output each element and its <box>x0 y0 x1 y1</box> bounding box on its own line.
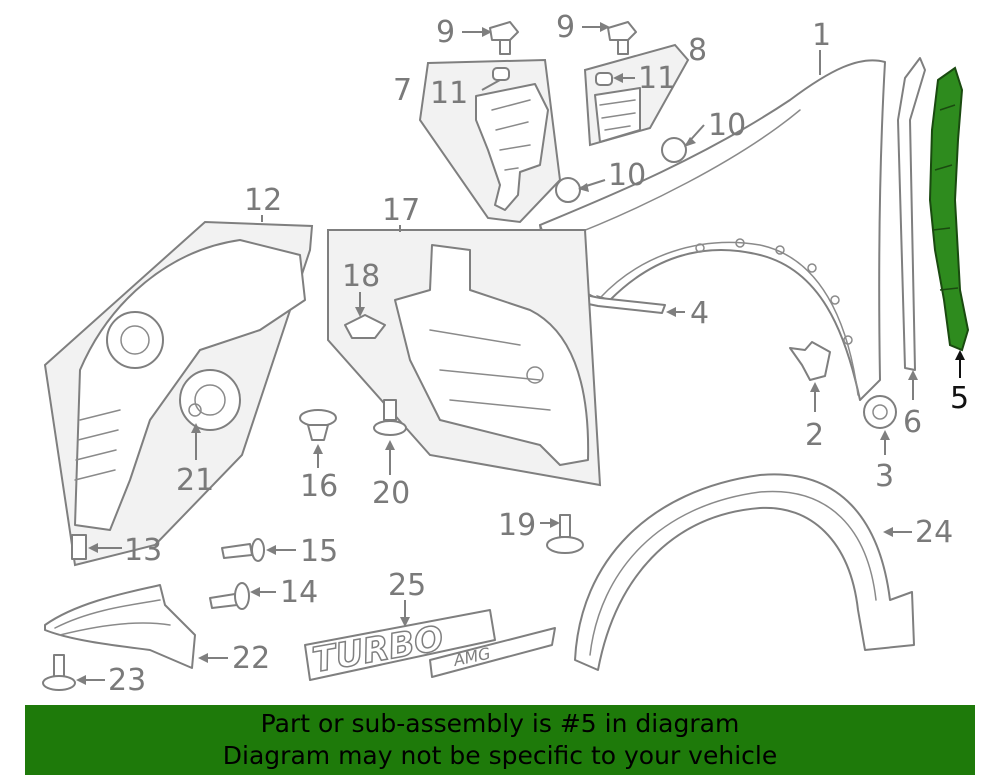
wheel-liner-panel-12 <box>43 220 314 567</box>
emblem-25: TURBO AMG <box>304 609 556 682</box>
callout-11b: 11 <box>638 61 676 96</box>
callout-19: 19 <box>498 508 536 543</box>
wheel-liner-panel-17 <box>327 229 602 487</box>
callout-1: 1 <box>812 18 831 53</box>
callout-9b: 9 <box>556 10 575 45</box>
callout-2: 2 <box>805 418 824 453</box>
callout-9a: 9 <box>436 15 455 50</box>
callout-24: 24 <box>915 515 953 550</box>
callout-6: 6 <box>903 405 922 440</box>
clip-18 <box>344 314 386 339</box>
callout-15: 15 <box>300 534 338 569</box>
callout-13: 13 <box>124 533 162 568</box>
callout-10b: 10 <box>608 158 646 193</box>
info-banner: Part or sub-assembly is #5 in diagram Di… <box>25 705 975 775</box>
callout-12: 12 <box>244 183 282 218</box>
emblem-turbo-text: TURBO <box>310 619 447 681</box>
callout-22: 22 <box>232 641 270 676</box>
callout-4: 4 <box>690 296 709 331</box>
callout-18: 18 <box>342 259 380 294</box>
callout-17: 17 <box>382 193 420 228</box>
callout-5: 5 <box>950 381 969 416</box>
callout-14: 14 <box>280 575 318 610</box>
spoiler-22 <box>44 584 196 669</box>
callout-8: 8 <box>688 33 707 68</box>
callout-10a: 10 <box>708 108 746 143</box>
leader-lines <box>76 22 965 685</box>
seal-6 <box>897 57 926 371</box>
callout-11a: 11 <box>430 76 468 111</box>
callout-21: 21 <box>176 463 214 498</box>
callout-7: 7 <box>393 73 412 108</box>
banner-line-2: Diagram may not be specific to your vehi… <box>222 741 778 770</box>
banner-line-1: Part or sub-assembly is #5 in diagram <box>260 709 740 738</box>
callout-20: 20 <box>372 476 410 511</box>
callout-25: 25 <box>388 568 426 603</box>
bracket-panel-8 <box>583 43 690 147</box>
highlighted-part-5 <box>928 66 970 352</box>
callout-3: 3 <box>875 459 894 494</box>
callout-numbers: 9 9 8 1 7 11 11 10 10 12 17 18 4 5 2 6 3… <box>108 10 969 698</box>
callout-16: 16 <box>300 469 338 504</box>
bracket-panel-7 <box>418 58 562 224</box>
callout-23: 23 <box>108 663 146 698</box>
wheel-arch-molding-24 <box>574 473 915 671</box>
fasteners <box>42 21 897 691</box>
